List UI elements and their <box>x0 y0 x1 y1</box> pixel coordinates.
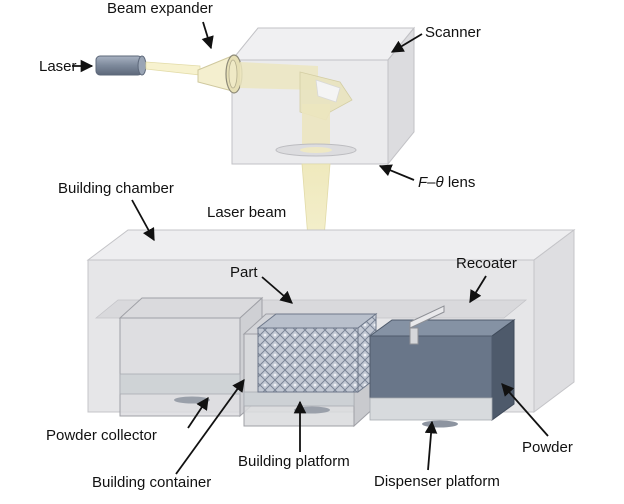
label-laser: Laser <box>39 58 77 75</box>
label-ftheta-dash: – <box>427 174 436 191</box>
label-beam-expander: Beam expander <box>107 0 213 17</box>
arrow-scanner <box>390 33 423 53</box>
label-ftheta-lens: F–θ lens <box>418 174 475 191</box>
label-scanner: Scanner <box>425 24 481 41</box>
label-dispenser-platform: Dispenser platform <box>374 473 500 490</box>
arrow-ftheta-lens <box>378 164 415 181</box>
arrow-dispenser-platform <box>424 420 438 471</box>
laser-source <box>95 55 147 76</box>
beam-expander <box>197 54 243 94</box>
label-ftheta-f: F <box>418 174 428 191</box>
label-building-container: Building container <box>92 474 211 491</box>
label-ftheta-theta: θ <box>436 174 444 191</box>
label-building-platform: Building platform <box>238 453 350 470</box>
arrow-part <box>261 276 293 304</box>
laser-beam-horizontal <box>145 61 201 76</box>
scanner-optics <box>240 62 357 157</box>
arrow-building-container <box>175 378 245 475</box>
label-laser-beam: Laser beam <box>207 204 286 221</box>
label-recoater: Recoater <box>456 255 517 272</box>
part <box>256 312 378 394</box>
arrow-building-chamber <box>131 199 155 242</box>
recoater <box>409 305 445 345</box>
arrow-beam-expander <box>201 21 214 50</box>
label-part: Part <box>230 264 258 281</box>
label-powder: Powder <box>522 439 573 456</box>
label-building-chamber: Building chamber <box>58 180 174 197</box>
powder-dispenser <box>368 319 516 428</box>
label-ftheta-lens-word: lens <box>444 174 476 191</box>
powder-collector <box>118 296 264 418</box>
leader-arrows <box>72 21 549 475</box>
label-powder-collector: Powder collector <box>46 427 157 444</box>
arrow-powder <box>501 383 549 437</box>
arrow-recoater <box>469 275 487 304</box>
arrow-powder-collector <box>187 396 209 429</box>
